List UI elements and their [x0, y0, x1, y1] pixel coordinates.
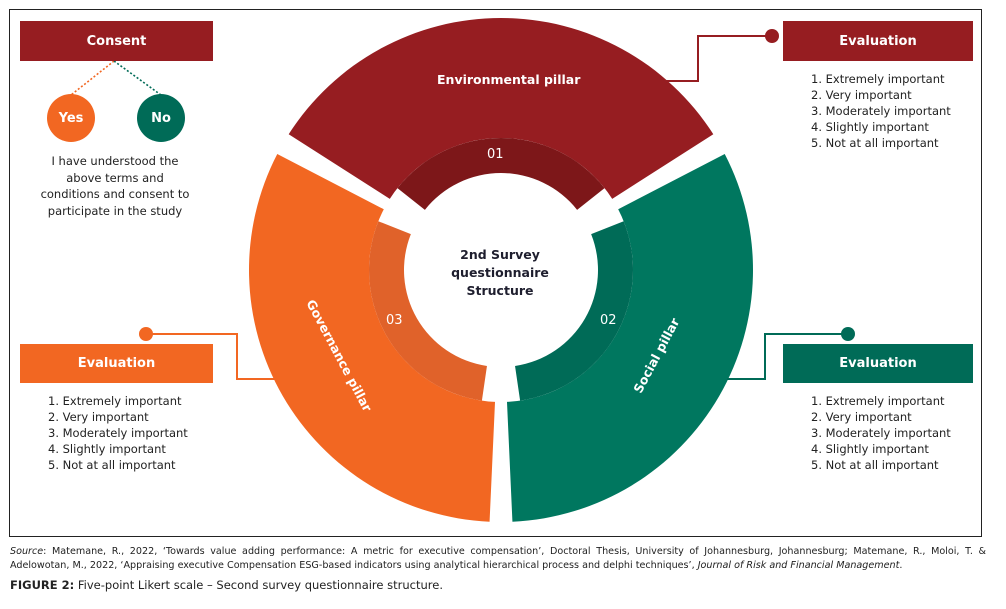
list-item: 3. Moderately important [811, 104, 951, 118]
environmental-inner-segment [397, 138, 605, 210]
list-item: 5. Not at all important [811, 136, 939, 150]
figure-frame [9, 9, 982, 537]
yes-option[interactable]: Yes [47, 94, 95, 142]
social-pillar-segment [506, 154, 753, 522]
list-item: 2. Very important [811, 88, 912, 102]
source-note: Source: Matemane, R., 2022, ‘Towards val… [10, 545, 986, 573]
list-item: 5. Not at all important [811, 458, 939, 472]
social-connector-dot [841, 327, 855, 341]
consent-statement: I have understood the above terms and co… [40, 154, 190, 218]
governance-connector [146, 333, 276, 380]
caption-label: FIGURE 2: [10, 578, 75, 592]
list-item: 3. Moderately important [48, 426, 188, 440]
caption-text: Five-point Likert scale – Second survey … [74, 578, 443, 592]
list-item: 2. Very important [48, 410, 149, 424]
social-evaluation-header: Evaluation [783, 344, 973, 383]
center-title-line3: Structure [466, 283, 534, 298]
governance-inner-segment [369, 221, 487, 401]
social-evaluation-list: 1. Extremely important 2. Very important… [811, 393, 951, 473]
environmental-pillar-segment [288, 18, 714, 199]
governance-connector-dot [139, 327, 153, 341]
social-evaluation-title: Evaluation [839, 356, 917, 371]
governance-number: 03 [386, 313, 403, 328]
list-item: 3. Moderately important [811, 426, 951, 440]
consent-header: Consent [20, 21, 213, 61]
governance-evaluation-title: Evaluation [77, 356, 156, 371]
environmental-connector-dot [765, 29, 779, 43]
source-end: . [899, 560, 903, 571]
list-item: 4. Slightly important [811, 120, 929, 134]
no-label: No [151, 110, 171, 126]
social-connector [727, 333, 848, 380]
center-title-line1: 2nd Survey [460, 247, 540, 262]
source-label: Source [10, 546, 44, 557]
list-item: 1. Extremely important [48, 394, 182, 408]
source-text: : Matemane, R., 2022, ‘Towards value add… [10, 546, 986, 571]
governance-pillar-segment [248, 154, 496, 522]
governance-evaluation-header: Evaluation [20, 344, 213, 383]
source-journal: Journal of Risk and Financial Management [697, 560, 900, 571]
list-item: 1. Extremely important [811, 394, 945, 408]
social-inner-segment [515, 221, 633, 401]
consent-no-line [113, 60, 162, 96]
environmental-evaluation-header: Evaluation [783, 21, 973, 61]
social-number: 02 [600, 313, 617, 328]
list-item: 1. Extremely important [811, 72, 945, 86]
list-item: 4. Slightly important [811, 442, 929, 456]
consent-title: Consent [86, 33, 147, 49]
list-item: 4. Slightly important [48, 442, 166, 456]
environmental-evaluation-title: Evaluation [839, 33, 917, 49]
center-title: 2nd Survey questionnaire Structure [430, 246, 570, 300]
environmental-evaluation-list: 1. Extremely important 2. Very important… [811, 71, 951, 151]
governance-evaluation-list: 1. Extremely important 2. Very important… [48, 393, 188, 473]
yes-label: Yes [58, 110, 84, 126]
center-title-line2: questionnaire [451, 265, 549, 280]
environmental-number: 01 [487, 147, 504, 162]
no-option[interactable]: No [137, 94, 185, 142]
consent-yes-line [70, 60, 115, 96]
figure-caption: FIGURE 2: Five-point Likert scale – Seco… [10, 578, 443, 592]
list-item: 2. Very important [811, 410, 912, 424]
list-item: 5. Not at all important [48, 458, 176, 472]
environmental-pillar-label: Environmental pillar [437, 72, 581, 87]
environmental-connector [657, 35, 772, 82]
